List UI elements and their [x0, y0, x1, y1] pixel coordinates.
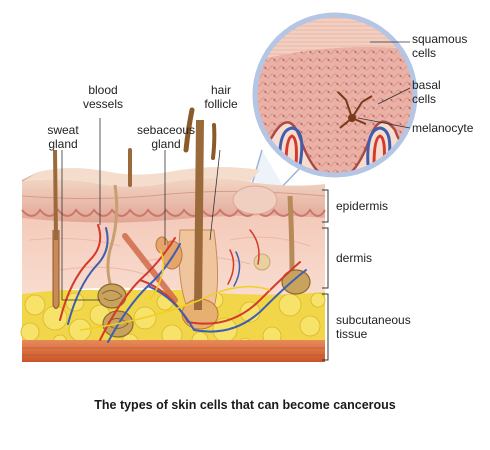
leader-lines [61, 41, 411, 301]
muscle-layer [22, 340, 325, 362]
blood-vessels-shape [59, 224, 307, 343]
figure-caption: The types of skin cells that can become … [94, 398, 396, 412]
skin-block [20, 107, 326, 362]
magnified-view [252, 12, 418, 178]
melanocyte-shape [337, 91, 373, 129]
label-dermis: dermis [336, 251, 373, 265]
label-melanocyte: melanocyte [412, 121, 474, 135]
label-epidermis: epidermis [336, 199, 389, 213]
right-sweat-gland [281, 195, 311, 295]
layer-brackets [322, 189, 329, 361]
